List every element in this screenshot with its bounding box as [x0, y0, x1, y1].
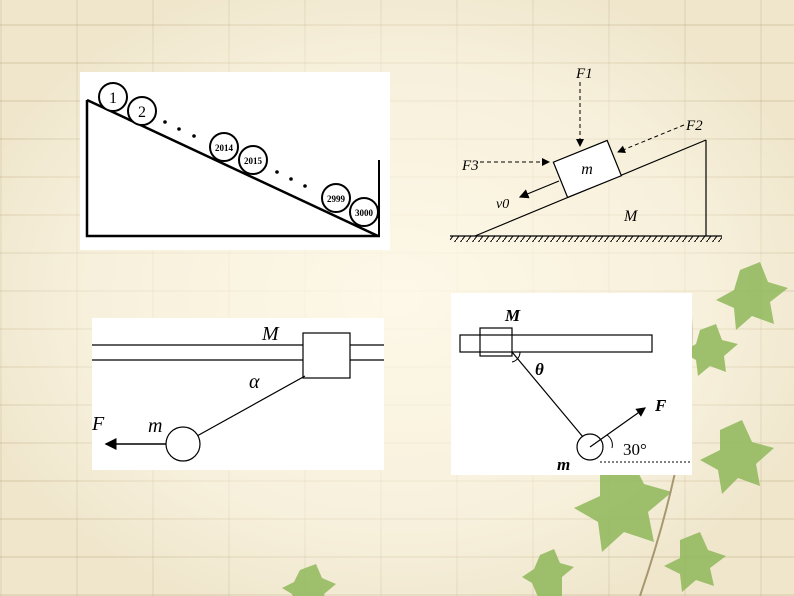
diagram-balls-on-incline: 1 2 2014 2015 2999 3000 [80, 72, 390, 250]
label-angle: θ [535, 360, 544, 379]
label-F2: F2 [685, 118, 703, 134]
label-ball: m [148, 415, 162, 437]
label-5: 3000 [355, 208, 374, 218]
ball-1: 1 [98, 82, 128, 112]
diagram-slider-on-rod-theta: M θ F 30° m [451, 293, 692, 475]
label-2: 2014 [215, 143, 234, 153]
label-F3: F3 [461, 158, 479, 174]
label-v0: v0 [496, 197, 509, 212]
label-force_angle: 30° [623, 440, 647, 459]
label-ball: m [557, 455, 570, 474]
diagram-block-on-wedge: m F1 F2 F3 v0 M [450, 66, 722, 242]
block-m [552, 139, 623, 199]
ball-2014: 2014 [209, 132, 239, 162]
label-0: 1 [109, 90, 117, 107]
label-M: M [623, 208, 639, 225]
label-slider: M [261, 323, 280, 345]
label-F1: F1 [575, 66, 593, 82]
label-block: m [581, 161, 593, 178]
label-force: F [654, 396, 667, 415]
label-1: 2 [138, 104, 146, 121]
velocity-arrow [518, 180, 560, 199]
label-force: F [91, 413, 105, 435]
ball-3000: 3000 [349, 197, 379, 227]
ball-2: 2 [127, 96, 157, 126]
ball-2999: 2999 [321, 183, 351, 213]
label-4: 2999 [327, 194, 346, 204]
ellipsis-dots [163, 120, 307, 188]
force-F2-arrow [617, 124, 685, 154]
ball-2015: 2015 [238, 145, 268, 175]
label-angle: α [249, 371, 260, 393]
label-3: 2015 [244, 156, 263, 166]
label-slider: M [504, 306, 521, 325]
diagram-slider-on-rod-alpha: M α F m [91, 318, 384, 470]
